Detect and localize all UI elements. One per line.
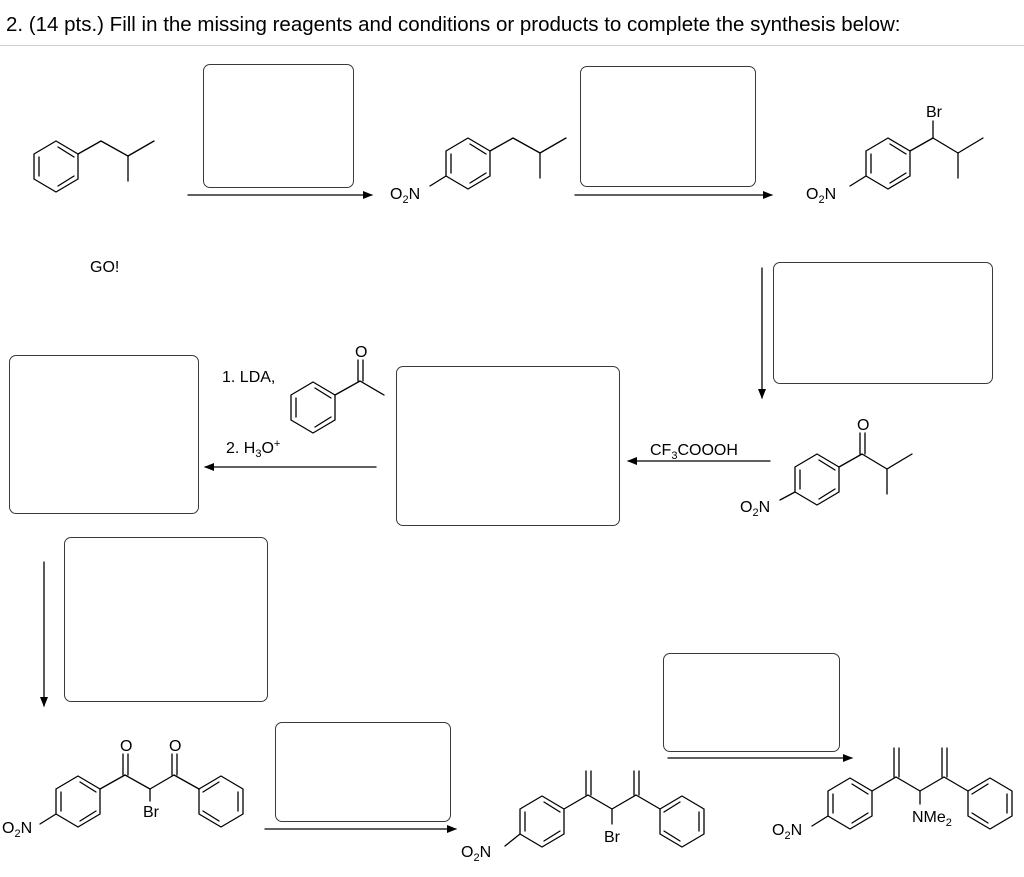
go-label: GO! <box>90 259 119 276</box>
nitro-label-mol3: O2N <box>806 186 836 206</box>
bromine-label-mol5: Br <box>143 804 160 821</box>
nitro-label-mol2: O2N <box>390 186 420 206</box>
peracid-label: CF3COOOH <box>650 442 738 462</box>
molecule-bromo-diketone <box>39 753 244 828</box>
oxygen-label-ketone: O <box>857 417 869 434</box>
answer-box-amination-reagents[interactable] <box>663 653 840 752</box>
question-header: 2. (14 pts.) Fill in the missing reagent… <box>0 0 1024 46</box>
nitro-label-mol6: O2N <box>461 844 491 864</box>
nitro-label-mol5: O2N <box>2 820 32 840</box>
oxygen-label-acetophenone: O <box>355 344 367 361</box>
molecule-amino-diene <box>811 747 1013 830</box>
dimethylamino-label: NMe2 <box>912 809 952 829</box>
answer-box-step2-reagents[interactable] <box>580 66 756 187</box>
nitro-label-mol4: O2N <box>740 499 770 519</box>
acid-workup-label: 2. H3O+ <box>226 438 280 460</box>
answer-box-claisen-product[interactable] <box>9 355 199 514</box>
lda-step-label: 1. LDA, <box>222 369 275 386</box>
oxygen-label-diketone-2: O <box>169 738 181 755</box>
answer-box-bromination-reagents[interactable] <box>64 537 268 702</box>
answer-box-wittig-reagents[interactable] <box>275 722 451 822</box>
answer-box-step1-reagents[interactable] <box>203 64 354 188</box>
oxygen-label-diketone-1: O <box>120 738 132 755</box>
molecule-bromo-diene <box>504 770 705 848</box>
molecule-nitro-ketone <box>779 432 913 506</box>
molecule-nitro-isobutylbenzene <box>429 137 567 190</box>
bromine-label-mol6: Br <box>604 829 621 846</box>
molecule-isobutylbenzene <box>33 140 155 193</box>
molecule-acetophenone <box>290 359 385 434</box>
answer-box-ester-product[interactable] <box>396 366 620 526</box>
bromine-label-mol3: Br <box>926 104 943 121</box>
molecule-benzylic-bromide <box>849 120 984 190</box>
answer-box-step3-reagents[interactable] <box>773 262 993 384</box>
nitro-label-mol7: O2N <box>772 822 802 842</box>
question-title: 2. (14 pts.) Fill in the missing reagent… <box>6 13 901 36</box>
